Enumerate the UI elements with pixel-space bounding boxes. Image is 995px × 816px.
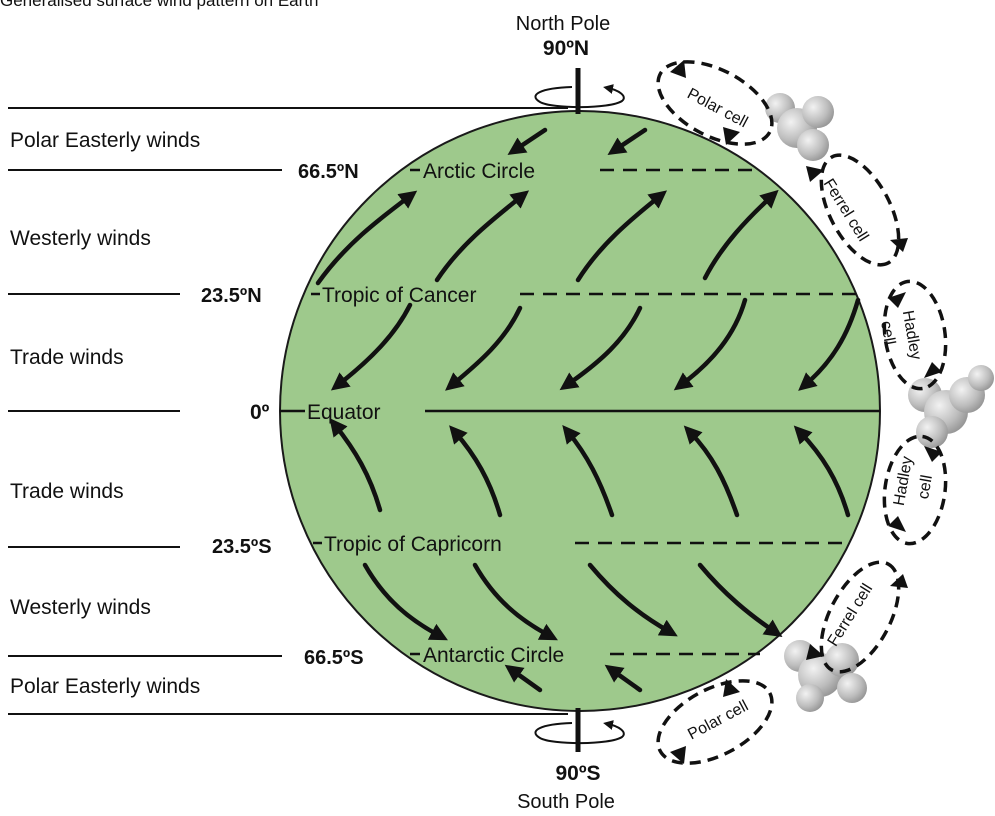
south-ferrel-cell-label: Ferrel cell — [825, 581, 877, 650]
equator-degree-label: 0º — [250, 401, 270, 424]
wind-arrow — [472, 562, 558, 641]
south-ferrel-cell-loop — [819, 560, 901, 674]
wind-arrow — [445, 305, 523, 391]
latitude-lines — [280, 168, 880, 656]
wind-arrow — [697, 562, 783, 638]
belt-separator-lines — [8, 107, 568, 715]
wind-arrow — [449, 425, 503, 518]
north-pole-degree: 90ºN — [543, 37, 589, 60]
diagram-title: Generalised surface wind pattern on Eart… — [0, 0, 318, 10]
belt-label-trade-north: Trade winds — [10, 346, 124, 369]
wind-arrow — [607, 127, 648, 155]
wind-arrow — [362, 562, 448, 641]
wind-arrow — [702, 189, 779, 281]
cloud-south — [784, 640, 867, 712]
south-pole-degree: 90ºS — [555, 762, 600, 785]
wind-arrow — [315, 190, 418, 286]
wind-arrow — [575, 190, 668, 283]
cancer-degree-label: 23.5ºN — [201, 285, 262, 307]
antarctic-circle-label: Antarctic Circle — [423, 644, 564, 667]
wind-arrows — [315, 127, 861, 693]
belt-label-trade-south: Trade winds — [10, 480, 124, 503]
wind-arrow — [798, 297, 861, 391]
wind-arrow — [673, 297, 748, 391]
belt-label-polar-easterly-south: Polar Easterly winds — [10, 675, 200, 698]
cloud-north — [765, 93, 834, 161]
south-hadley-cell-label-1: Hadley — [891, 455, 916, 507]
arctic-circle-label: Arctic Circle — [423, 160, 535, 183]
cloud-equator — [908, 365, 994, 448]
south-hadley-cell-label-2: cell — [915, 474, 936, 501]
north-polar-cell-label: Polar cell — [684, 85, 750, 131]
north-hadley-cell-loop — [882, 279, 948, 391]
belt-label-westerly-north: Westerly winds — [10, 227, 151, 250]
wind-arrow — [683, 425, 740, 518]
belt-label-westerly-south: Westerly winds — [10, 596, 151, 619]
capricorn-degree-label: 23.5ºS — [212, 536, 272, 558]
wind-arrow — [434, 190, 530, 283]
wind-arrow — [587, 562, 678, 637]
wind-arrow — [329, 417, 383, 513]
belt-label-polar-easterly-north: Polar Easterly winds — [10, 129, 200, 152]
arctic-degree-label: 66.5ºN — [298, 161, 359, 183]
north-hadley-cell-label-2: cell — [877, 320, 898, 347]
wind-arrow — [559, 305, 643, 391]
wind-arrow — [562, 425, 615, 518]
south-polar-cell-label: Polar cell — [685, 697, 751, 743]
circulation-cells — [656, 60, 948, 765]
antarctic-degree-label: 66.5ºS — [304, 647, 364, 669]
south-pole-label: South Pole — [517, 791, 615, 813]
wind-arrow — [504, 664, 543, 693]
tropic-cancer-label: Tropic of Cancer — [322, 284, 476, 307]
north-ferrel-cell-loop — [819, 153, 901, 267]
wind-arrow — [793, 425, 851, 518]
south-axis — [534, 708, 625, 752]
north-rotation-arrow — [534, 84, 625, 109]
wind-arrow — [507, 127, 548, 155]
north-pole-label: North Pole — [516, 13, 611, 35]
north-ferrel-cell-label: Ferrel cell — [820, 176, 872, 245]
wind-arrow — [330, 302, 413, 391]
south-hadley-cell-loop — [882, 434, 948, 546]
equator-label: Equator — [307, 401, 381, 424]
south-polar-cell-loop — [656, 679, 774, 765]
north-hadley-cell-label-1: Hadley — [899, 309, 924, 361]
wind-arrow — [604, 664, 643, 693]
north-axis — [534, 68, 625, 114]
tropic-capricorn-label: Tropic of Capricorn — [324, 533, 502, 556]
south-rotation-arrow — [534, 720, 625, 745]
cell-arrowheads — [670, 60, 942, 764]
north-polar-cell-loop — [656, 60, 774, 146]
